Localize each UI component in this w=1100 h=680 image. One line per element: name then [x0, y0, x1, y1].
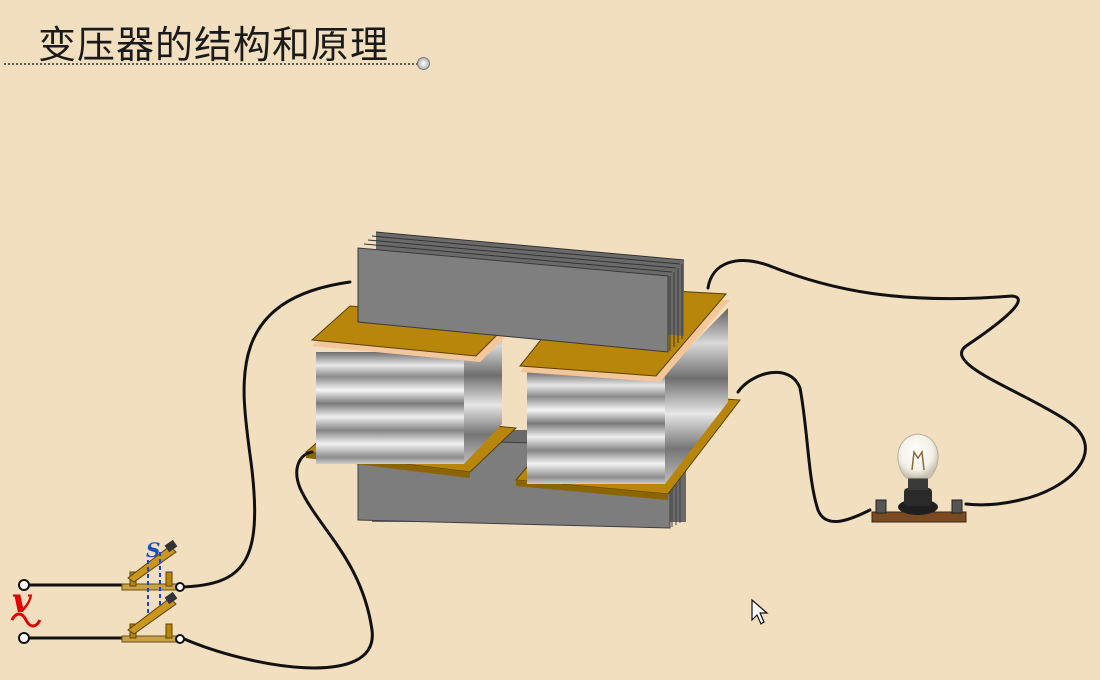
light-bulb-icon	[871, 433, 967, 523]
secondary-lead-upper	[706, 259, 1087, 507]
upper-core-yoke	[357, 231, 685, 353]
circuit-wires	[22, 259, 1087, 670]
secondary-lead-lower	[736, 370, 872, 524]
ac-source	[10, 579, 42, 644]
ac-wave-icon	[10, 612, 42, 628]
slide-title: 变压器的结构和原理	[38, 23, 390, 67]
underline-handle[interactable]	[417, 57, 430, 70]
primary-lead-upper	[180, 280, 352, 589]
primary-lead-lower	[180, 450, 374, 670]
source-label: v	[12, 581, 33, 621]
mouse-pointer-icon	[751, 598, 769, 625]
switch-label: S	[146, 538, 160, 562]
double-pole-switch[interactable]	[121, 539, 185, 644]
title-underline	[4, 63, 422, 65]
